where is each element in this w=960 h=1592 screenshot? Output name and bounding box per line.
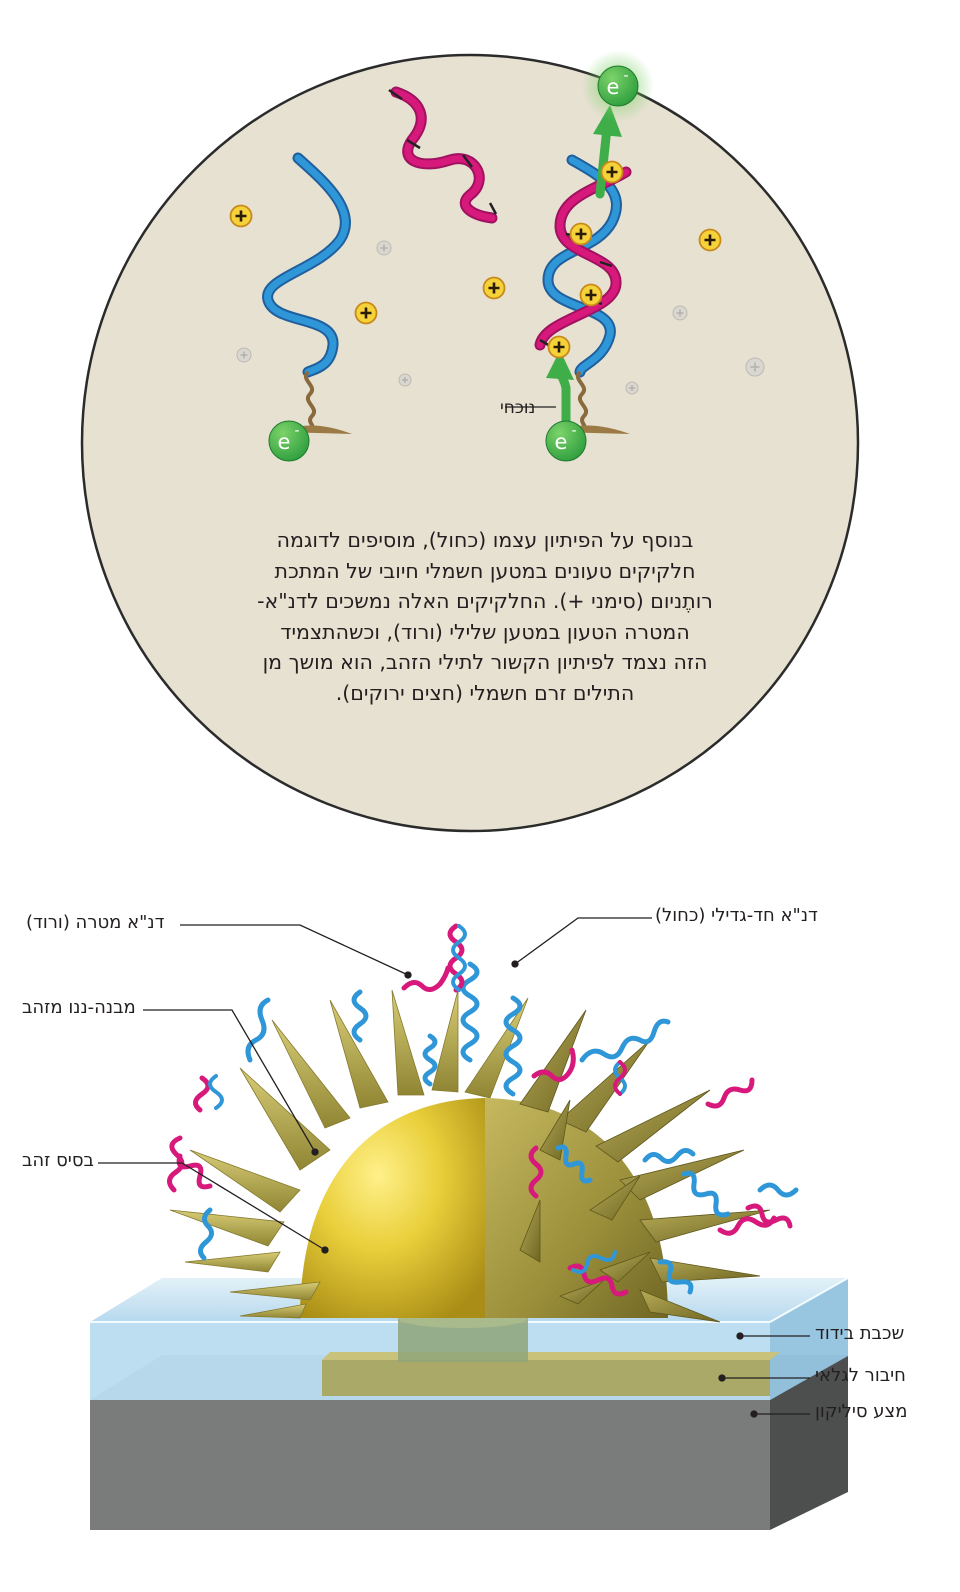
caption-line: התילים זרם חשמלי (חצים ירוקים). (335, 680, 635, 705)
label-target-dna: דנ"א מטרה (ורוד) (26, 912, 165, 933)
complement-label: נוכחי (500, 398, 535, 418)
caption-line: חלקיקים טעונים במטען חשמלי חיובי של המתכ… (274, 558, 696, 583)
probe-strand-left (262, 152, 352, 434)
svg-text:e: e (607, 75, 620, 99)
electron-right: e - (545, 420, 587, 462)
label-gold-base: בסיס זהב (22, 1150, 94, 1171)
caption-line: הזה נצמד לפיתיון הקשור לתילי הזהב, הוא מ… (262, 650, 708, 674)
svg-text:-: - (623, 68, 628, 84)
gold-base-dome (300, 1098, 485, 1318)
faded-ions (236, 240, 765, 395)
target-strand-free (388, 86, 498, 224)
current-arrows (546, 105, 622, 437)
ruthenium-particles (229, 160, 722, 359)
caption-line: המטרה הטעון במטען שלילי (ורוד), וכשהתצמי… (280, 619, 690, 644)
label-insulation-layer: שכבת בידוד (815, 1323, 905, 1344)
caption-line: בנוסף על הפיתיון עצמו (כחול), מוסיפים לד… (276, 528, 694, 552)
electron-top: e - (597, 65, 639, 107)
sensor-dna-strands (167, 923, 799, 1297)
svg-text:-: - (294, 423, 299, 439)
galvanic-connection (322, 1308, 780, 1396)
svg-text:-: - (571, 423, 576, 439)
svg-text:e: e (278, 430, 291, 454)
label-single-strand-dna: דנ"א חד-גדילי (כחול) (655, 905, 818, 926)
gold-spikes-front (229, 1281, 321, 1319)
sensor-leaders (98, 917, 810, 1418)
svg-text:e: e (555, 430, 568, 454)
caption-line: רותֶניום (סימני +). החלקיקים האלה נמשכים… (257, 589, 713, 613)
label-silicon-substrate: מצע סיליקון (815, 1401, 908, 1422)
electron-left: e - (268, 420, 310, 462)
label-gold-nanostructure: מבנה-ננו מזהב (22, 997, 136, 1018)
sample-circle (80, 53, 860, 833)
label-galvanic-connection: חיבור לגלאי (815, 1365, 906, 1386)
circle-caption: בנוסף על הפיתיון עצמו (כחול), מוסיפים לד… (205, 525, 765, 708)
sensor-dna-hybrids (208, 924, 627, 1274)
gold-spikes-right (519, 1009, 771, 1323)
hybridized-helix (534, 154, 632, 434)
